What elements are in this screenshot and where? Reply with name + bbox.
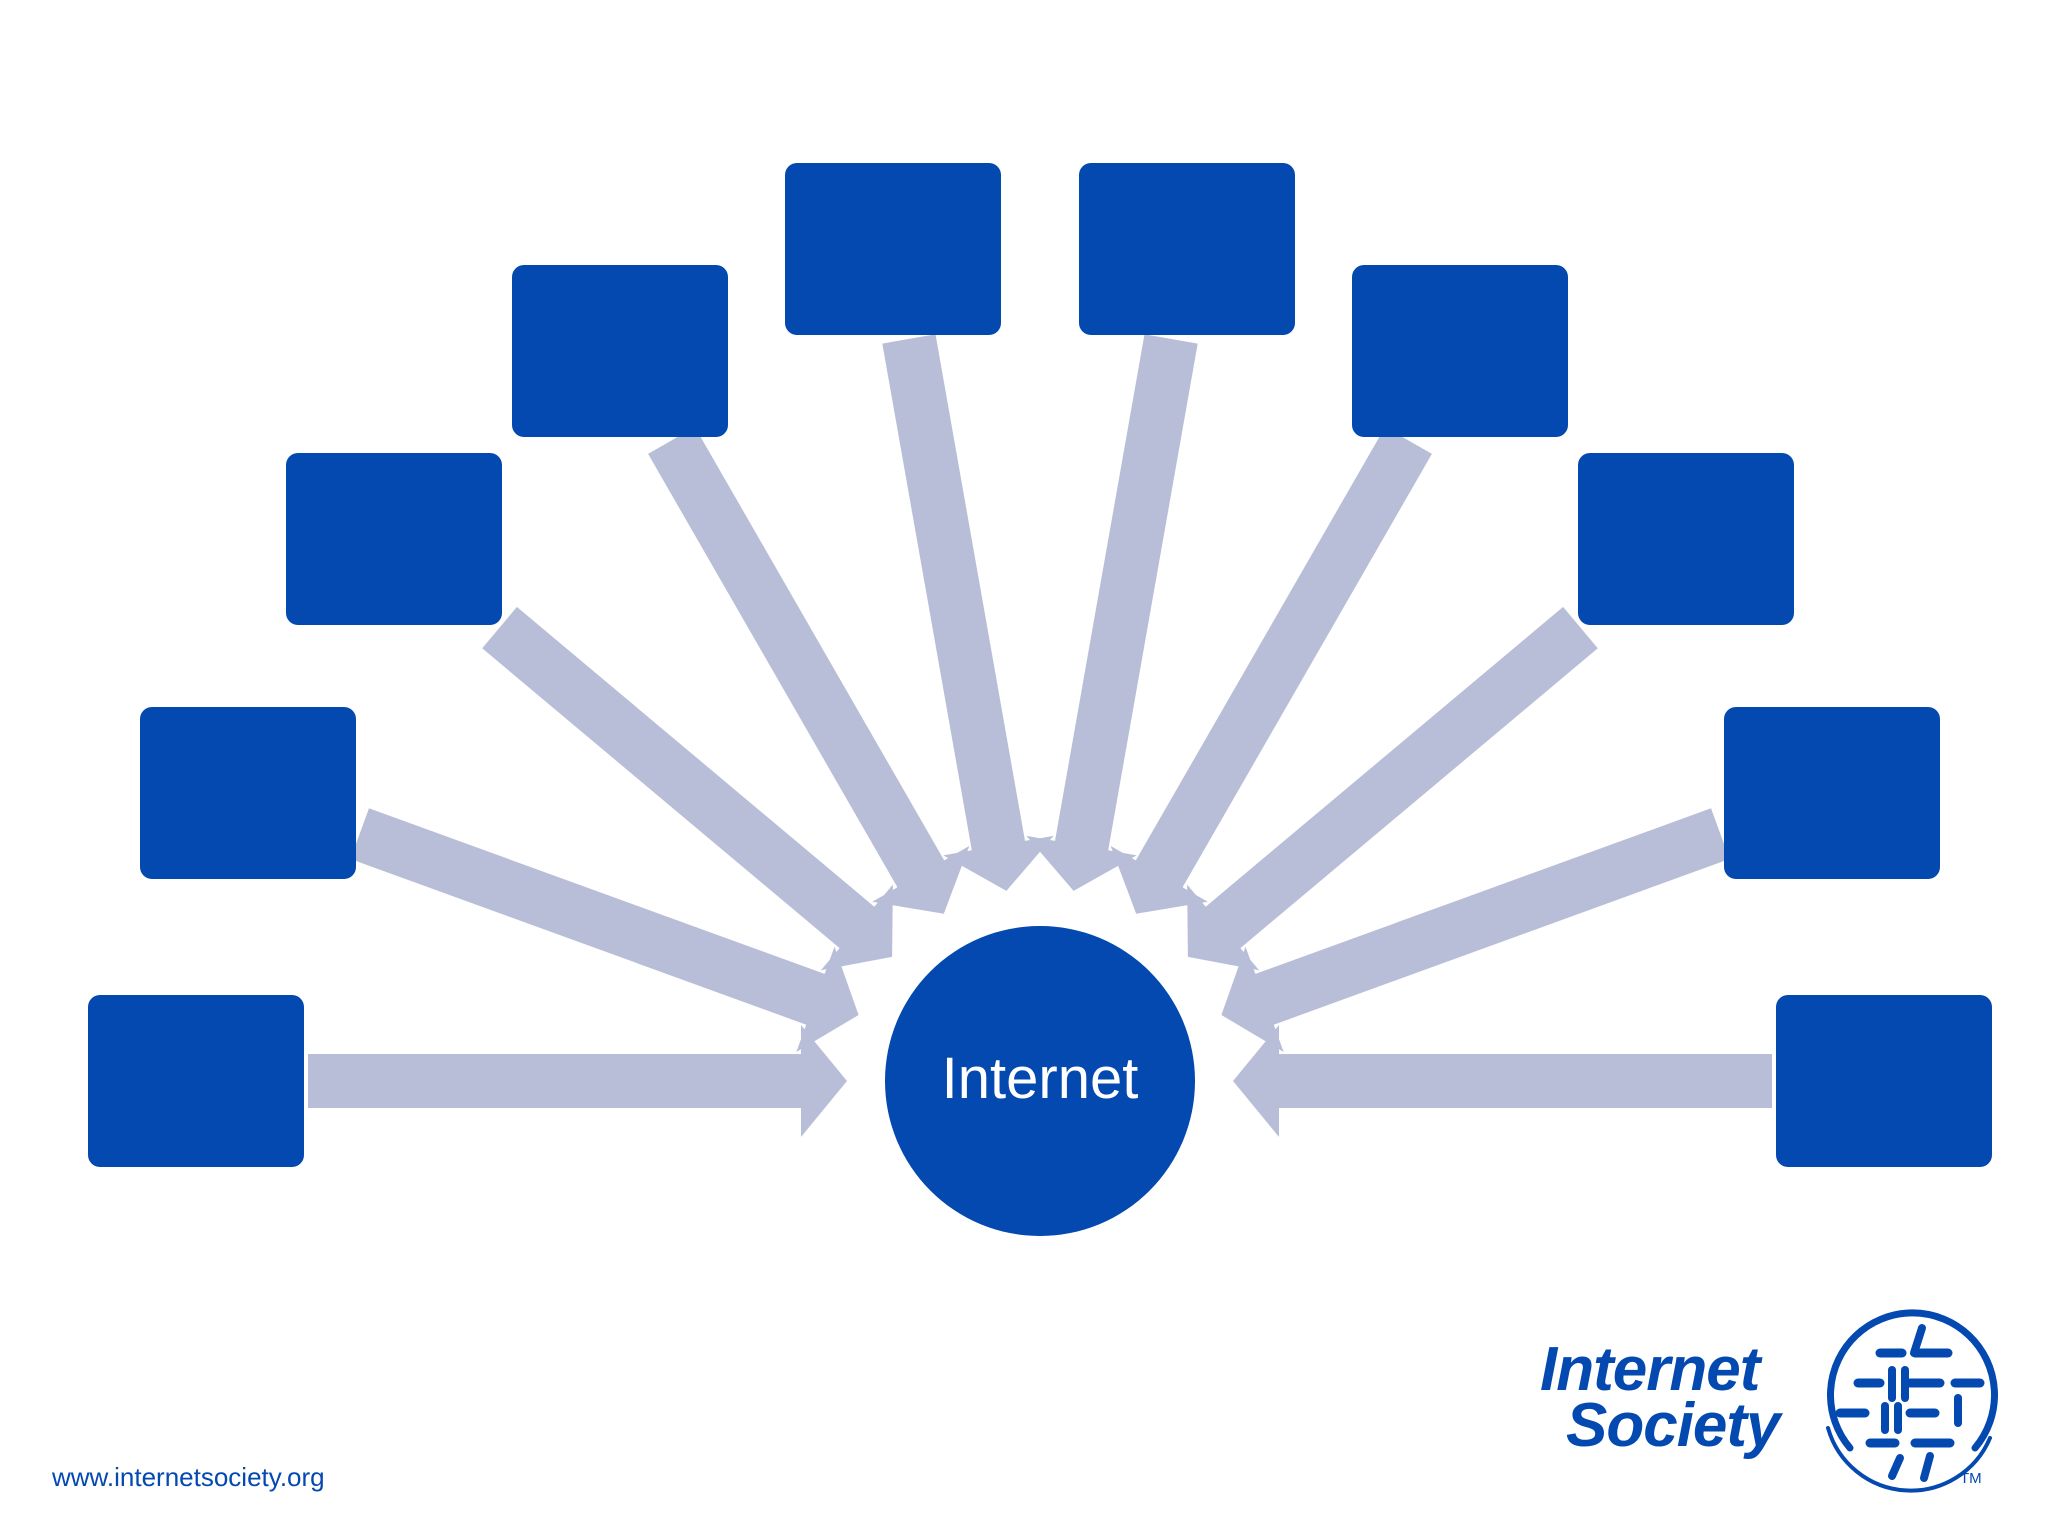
connector-arrow-10 <box>1233 1025 1772 1137</box>
hub-label: Internet <box>942 1046 1139 1111</box>
connector-arrow-6 <box>1026 334 1198 891</box>
connector-arrow-7 <box>1110 427 1432 914</box>
logo-line1: Internet <box>1540 1335 1760 1404</box>
node-box-2 <box>140 707 356 879</box>
node-box-5 <box>785 163 1001 335</box>
node-box-4 <box>512 265 728 437</box>
node-box-10 <box>1776 995 1992 1167</box>
connector-arrow-2 <box>350 808 859 1052</box>
connector-arrows <box>308 334 1772 1137</box>
node-box-9 <box>1724 707 1940 879</box>
connector-arrow-8 <box>1187 606 1598 971</box>
connector-arrow-5 <box>882 334 1054 891</box>
hub-circle <box>885 926 1195 1236</box>
node-box-1 <box>88 995 304 1167</box>
footer-url[interactable]: www.internetsociety.org <box>52 1462 325 1492</box>
connector-arrow-3 <box>482 606 893 971</box>
node-box-3 <box>286 453 502 625</box>
trademark-mark: TM <box>1960 1470 1982 1487</box>
node-box-7 <box>1352 265 1568 437</box>
connector-arrow-1 <box>308 1025 847 1137</box>
connector-arrow-9 <box>1221 808 1730 1052</box>
node-boxes <box>88 163 1992 1167</box>
node-box-6 <box>1079 163 1295 335</box>
logo-line2: Society <box>1566 1391 1781 1460</box>
connector-arrow-4 <box>648 427 970 914</box>
hub: Internet <box>885 926 1195 1236</box>
node-box-8 <box>1578 453 1794 625</box>
internet-society-emblem-icon <box>1826 1309 1998 1493</box>
logo-wordmark: Internet Society <box>1540 1335 1781 1460</box>
